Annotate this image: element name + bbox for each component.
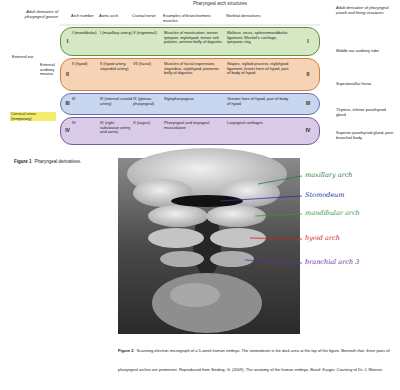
- leader-line: [220, 196, 302, 201]
- side-label: Middle ear auditory tube: [336, 49, 396, 54]
- column-header: Adult derivative of pharyngeal pouch and…: [336, 6, 396, 15]
- arch-cell: II (hyoid): [72, 62, 99, 67]
- figure-number: Figure 1: [14, 159, 32, 164]
- arch-cell: VII (facial): [133, 62, 162, 67]
- annotation-label: mandibular arch: [305, 210, 360, 217]
- arch-cell: Laryngeal cartilages: [227, 121, 289, 126]
- leader-line: [255, 214, 302, 216]
- arch-cell: Pharyngeal and laryngeal musculature: [164, 121, 224, 130]
- arch-cell: IX (glosso-pharyngeal): [133, 97, 162, 106]
- arch-numeral: IV: [63, 128, 72, 134]
- arch-numeral: II: [63, 72, 72, 78]
- arch-cell: III (internal carotid artery): [100, 97, 132, 106]
- arch-cell: I (maxillary artery): [100, 31, 132, 36]
- side-label: Supratonsillar fossa: [336, 82, 396, 87]
- arch-band: II (mandibular)I (maxillary artery)V (tr…: [60, 27, 320, 56]
- leader-line: [245, 260, 302, 263]
- arch-cell: IV (right subclavian artery and aorta): [100, 121, 132, 135]
- side-label: Thymus, inferior parathyroid gland: [336, 108, 396, 117]
- side-label: Superior parathyroid gland, post-branchi…: [336, 131, 396, 140]
- leader-line: [250, 238, 302, 239]
- arch-numeral: II: [301, 72, 315, 78]
- annotation-label: hyoid arch: [305, 235, 340, 242]
- column-header: Arch number: [71, 14, 98, 19]
- figure-caption: Figure 2Scanning electron micrograph of …: [118, 337, 396, 375]
- column-header: Adult derivative of pharyngeal groove: [12, 10, 58, 19]
- column-header: Cranial nerve: [132, 14, 161, 19]
- arch-numeral: I: [63, 39, 72, 45]
- column-header: Pharyngeal arch structures: [150, 1, 290, 6]
- arch-cell: Muscles of facial expression, stapedius,…: [164, 62, 224, 76]
- annotation-label: maxillary arch: [305, 172, 352, 179]
- figure-caption: Figure 1Pharyngeal derivatives.: [14, 149, 314, 167]
- arch-numeral: III: [301, 101, 315, 107]
- arch-cell: Greater horn of hyoid, part of body of h…: [227, 97, 289, 106]
- annotation-label: branchial arch 3: [305, 259, 359, 266]
- arch-cell: Malleus, incus, sphenomandibular ligamen…: [227, 31, 289, 45]
- side-label: External ear: [12, 55, 38, 60]
- arch-band: IVIVIV (right subclavian artery and aort…: [60, 117, 320, 145]
- sem-micrograph: [118, 148, 300, 334]
- side-label: Cervical sinus (temporary): [10, 112, 56, 121]
- annotation-label: Stomodeum: [305, 192, 344, 199]
- arch-cell: Stapes, styloid process, stylohyoid liga…: [227, 62, 289, 76]
- arch-cell: II (hyoid artery, stapedial artery): [100, 62, 132, 71]
- arch-cell: Muscles of mastication, tensor tympani, …: [164, 31, 224, 45]
- arch-cell: V (trigeminal): [133, 31, 162, 36]
- arch-cell: I (mandibular): [72, 31, 99, 36]
- leader-line: [258, 176, 302, 184]
- figure-number: Figure 2: [118, 348, 134, 353]
- column-header: Skeletal derivatives: [226, 14, 286, 19]
- arch-cell: IV: [72, 121, 99, 126]
- arch-cell: Stylopharyngeus: [164, 97, 224, 102]
- side-label: External auditory meatus: [40, 63, 59, 77]
- arch-band: IIII (hyoid)II (hyoid artery, stapedial …: [60, 58, 320, 91]
- arch-cell: III: [72, 97, 99, 102]
- arch-numeral: III: [63, 101, 72, 107]
- arch-band: IIIIIIIII (internal carotid artery)IX (g…: [60, 93, 320, 115]
- arch-numeral: IV: [301, 128, 315, 134]
- arch-numeral: I: [301, 39, 315, 45]
- caption-text: Pharyngeal derivatives.: [35, 159, 82, 164]
- header-rule: [60, 25, 320, 26]
- column-header: Examples of branchiomeric muscles: [163, 14, 223, 23]
- column-header: Aortic arch: [99, 14, 131, 19]
- caption-text: Scanning electron micrograph of a 5-week…: [118, 348, 390, 372]
- arch-cell: X (vagus): [133, 121, 162, 126]
